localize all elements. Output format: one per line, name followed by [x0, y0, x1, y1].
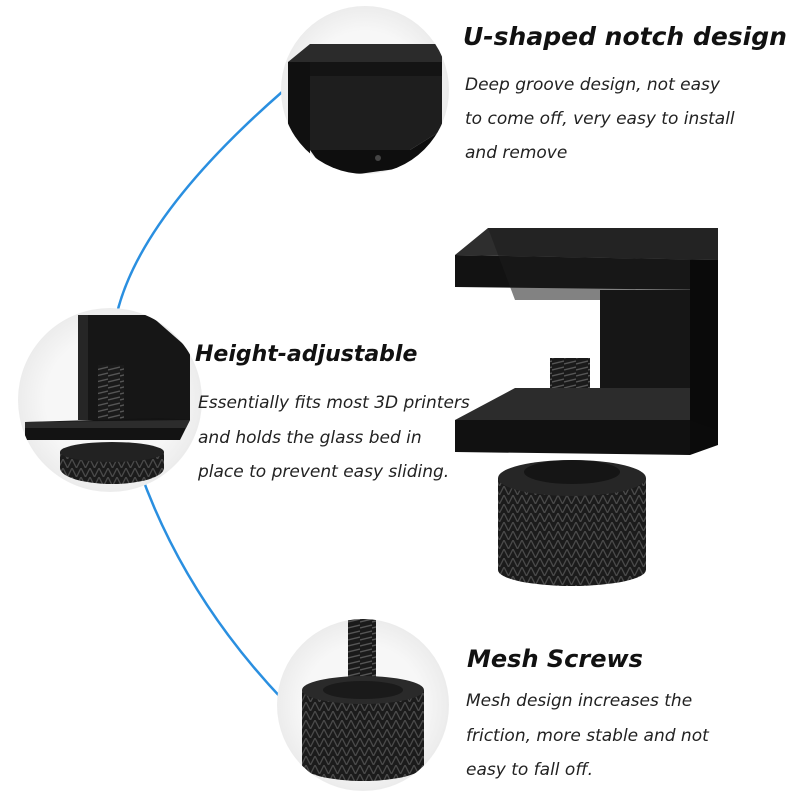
- feature-title-mesh-screws: Mesh Screws: [467, 645, 643, 673]
- feature-description-mesh-screws: Mesh design increases the friction, more…: [466, 684, 709, 788]
- feature-description-height: Essentially fits most 3D printers and ho…: [198, 386, 470, 490]
- description-line: easy to fall off.: [466, 760, 593, 780]
- bracket-screw-icon: [18, 308, 202, 492]
- description-line: and holds the glass bed in: [198, 427, 422, 448]
- description-line: to come off, very easy to install: [465, 109, 735, 129]
- description-line: and remove: [465, 143, 568, 163]
- description-line: Deep groove design, not easy: [465, 75, 720, 95]
- feature-title-height: Height-adjustable: [195, 342, 418, 367]
- description-line: Essentially fits most 3D printers: [198, 393, 470, 413]
- feature-title-u-notch: U-shaped notch design: [463, 22, 787, 51]
- description-line: friction, more stable and not: [466, 725, 709, 746]
- main-product-image: [455, 228, 718, 586]
- u-bracket-icon: [281, 6, 449, 174]
- thumb-screw-icon: [277, 619, 449, 791]
- description-line: Mesh design increases the: [466, 691, 693, 711]
- description-line: place to prevent easy sliding.: [198, 462, 450, 482]
- feature-description-u-notch: Deep groove design, not easy to come off…: [465, 68, 735, 170]
